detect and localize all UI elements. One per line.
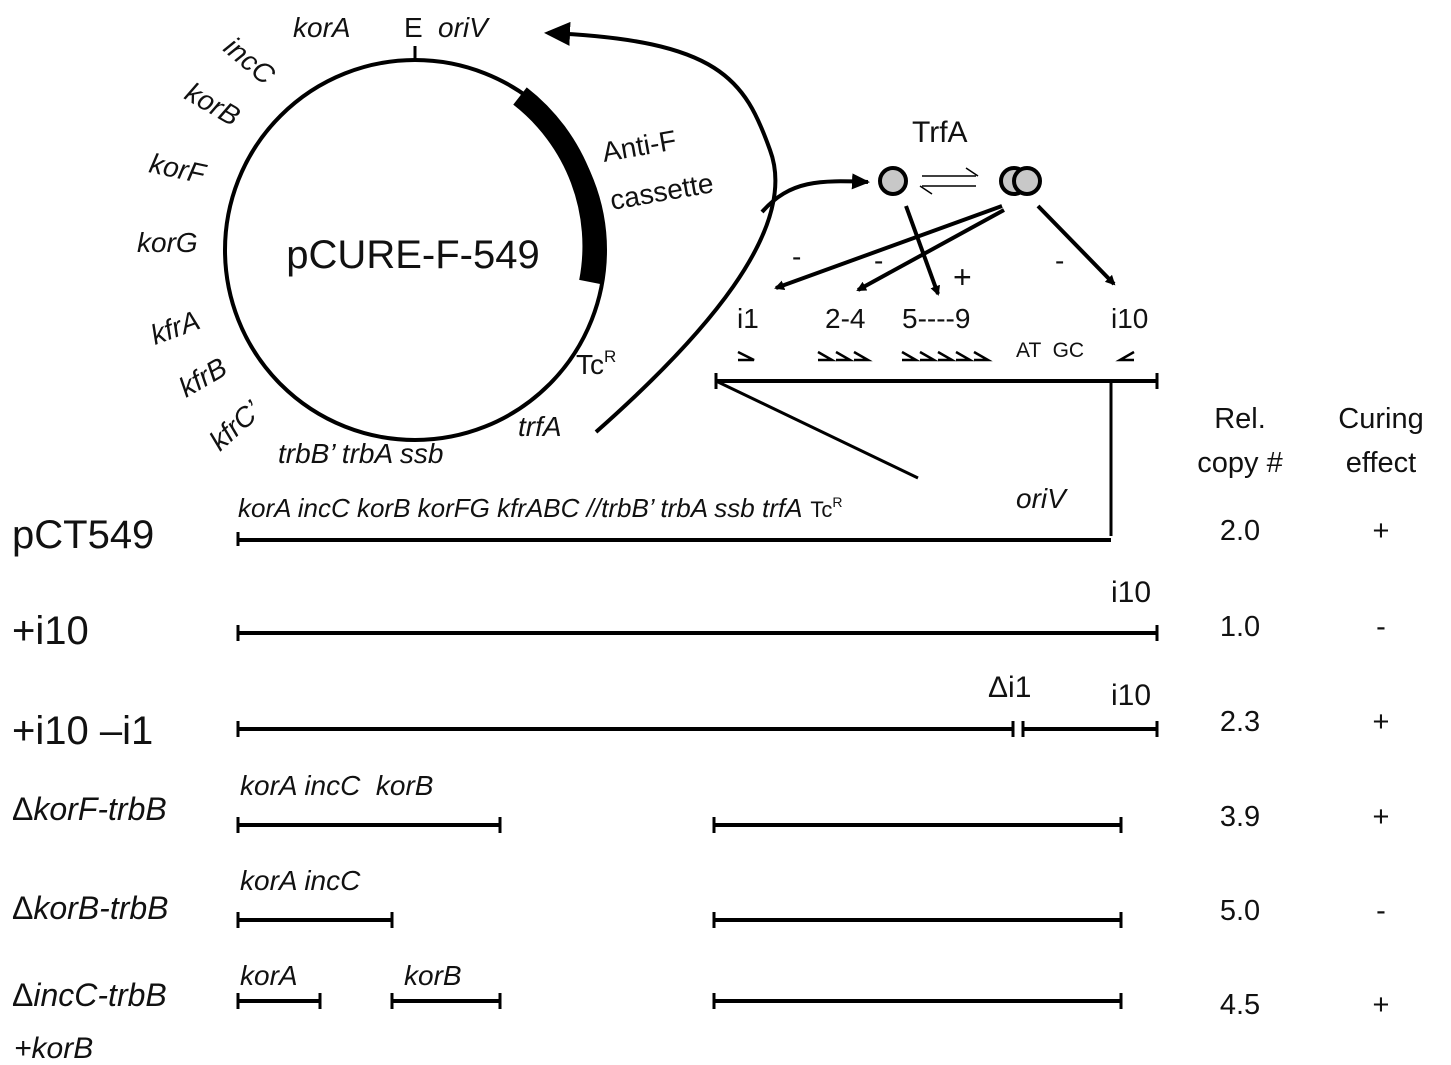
header-rel-copy-line1: Rel. <box>1214 403 1266 435</box>
row-annotation-korb-trbb: korA incC <box>240 865 361 896</box>
row-label-i10-i1: i10 <box>1111 679 1151 712</box>
curing-korf-trbb: + <box>1373 801 1390 833</box>
row-name-korf-trbb: ΔkorF-trbB <box>12 791 167 827</box>
cassette-label-line2: cassette <box>608 167 716 216</box>
gene-korb: korB <box>180 76 245 132</box>
gene-trb-operon: trbB’ trbA ssb <box>278 438 443 469</box>
row-label-delta-i1: Δi1 <box>988 671 1031 704</box>
row-name-pct549: pCT549 <box>12 513 154 557</box>
at-gc-label: AT GC <box>1016 339 1084 362</box>
rel-copy-i10: 1.0 <box>1220 611 1260 643</box>
row-annotation-incc-trbb-korb: korB <box>404 960 462 991</box>
sign-i1: - <box>792 241 801 272</box>
equilibrium-arrow-forward-head <box>965 167 979 177</box>
iteron-i10: i10 <box>1111 303 1148 334</box>
trfa-dimer-front <box>1012 166 1042 196</box>
iteron-2-4: 2-4 <box>825 303 865 334</box>
header-curing-line1: Curing <box>1338 403 1423 435</box>
plasmid-name: pCURE-F-549 <box>286 233 539 277</box>
trfa-monomer <box>878 166 908 196</box>
trfa-to-oriv-curve <box>544 21 778 434</box>
curing-pct549: + <box>1373 515 1390 547</box>
zoom-line-left <box>715 379 919 480</box>
rel-copy-incc-trbb: 4.5 <box>1220 989 1260 1021</box>
curing-i10: - <box>1376 611 1386 643</box>
iteron-5-9: 5----9 <box>902 303 970 334</box>
gene-incc: incC <box>218 31 281 91</box>
rel-copy-pct549: 2.0 <box>1220 515 1260 547</box>
gene-trfa: trfA <box>518 411 562 442</box>
sign-5-9: + <box>953 259 972 295</box>
row-annotation-incc-trbb-kora: korA <box>240 960 298 991</box>
row-annotation-korf-trbb: korA incC korB <box>240 770 433 801</box>
arrow-dimer-to-2-4 <box>856 208 1005 292</box>
trfa-expression-arrow <box>760 173 870 214</box>
trfa-label: TrfA <box>912 116 968 149</box>
iteron-i1: i1 <box>737 303 759 334</box>
curing-incc-trbb: + <box>1373 989 1390 1021</box>
gene-e: E <box>404 12 423 43</box>
arrow-dimer-to-i1 <box>774 204 1003 290</box>
row-name-incc-trbb-line2: +korB <box>14 1032 93 1065</box>
gene-kfrc: kfrC’ <box>203 394 267 456</box>
gene-kfra: kfrA <box>146 304 203 350</box>
anti-f-cassette-arc <box>513 87 605 285</box>
sign-2-4: - <box>874 245 883 276</box>
rel-copy-korb-trbb: 5.0 <box>1220 895 1260 927</box>
equilibrium-arrow-back-head <box>919 185 933 195</box>
cassette-label-line1: Anti-F <box>600 124 679 167</box>
curing-korb-trbb: - <box>1376 895 1386 927</box>
iteron-marks <box>737 350 1135 362</box>
gene-korg: korG <box>137 227 198 258</box>
gene-kora: korA <box>293 12 351 43</box>
row-name-i10: +i10 <box>12 609 89 653</box>
row-oriv-pct549: oriV <box>1016 483 1068 514</box>
row-annotation-pct549: korA incC korB korFG kfrABC //trbB’ trbA… <box>238 493 843 523</box>
row-label-i10: i10 <box>1111 576 1151 609</box>
gene-kfrb: kfrB <box>174 351 233 403</box>
sign-i10: - <box>1055 245 1064 276</box>
header-rel-copy-line2: copy # <box>1197 447 1282 479</box>
arrow-dimer-to-i10 <box>1036 204 1116 286</box>
row-name-incc-trbb: ΔincC-trbB <box>12 977 167 1013</box>
tcr-label: TcR <box>576 347 616 380</box>
gene-korf: korF <box>147 148 210 190</box>
header-curing-line2: effect <box>1346 447 1416 479</box>
rel-copy-i10-i1: 2.3 <box>1220 706 1260 738</box>
rel-copy-korf-trbb: 3.9 <box>1220 801 1260 833</box>
row-name-i10-i1: +i10 –i1 <box>12 709 153 753</box>
gene-oriv: oriV <box>438 12 490 43</box>
curing-i10-i1: + <box>1373 706 1390 738</box>
row-name-korb-trbb: ΔkorB-trbB <box>12 890 169 926</box>
arrow-monomer-to-5-9 <box>904 205 940 296</box>
